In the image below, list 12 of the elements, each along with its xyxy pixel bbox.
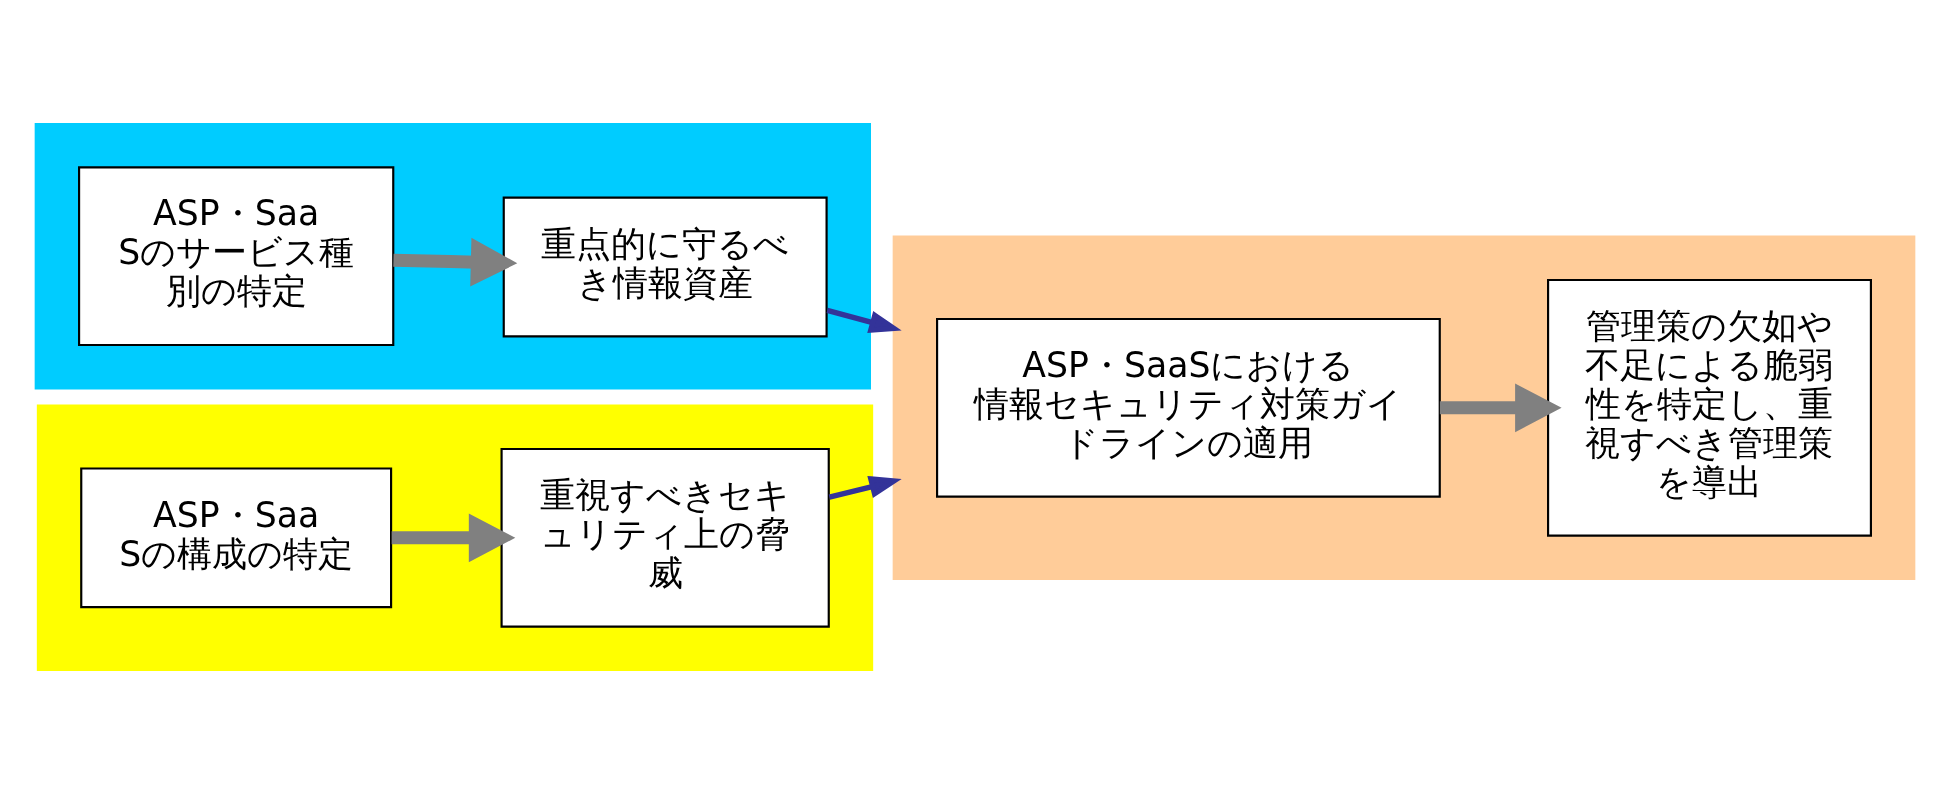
- arrow: [392, 237, 517, 286]
- arrow: [1439, 382, 1562, 432]
- node-box: ASP・SaaSの構成の特定: [79, 466, 392, 608]
- node-box: ASP・SaaSのサービス種別の特定: [77, 165, 394, 346]
- node-box: 重視すべきセキュリティ上の脅威: [500, 447, 830, 628]
- arrow: [391, 512, 515, 562]
- arrow: [826, 307, 902, 333]
- node-box: ASP・SaaSにおける情報セキュリティ対策ガイドラインの適用: [935, 317, 1441, 498]
- node-box: 管理策の欠如や不足による脆弱性を特定し、重視すべき管理策を導出: [1546, 278, 1872, 537]
- node-box: 重点的に守るべき情報資産: [502, 196, 828, 337]
- cluster: [892, 235, 1915, 580]
- arrow: [828, 475, 902, 500]
